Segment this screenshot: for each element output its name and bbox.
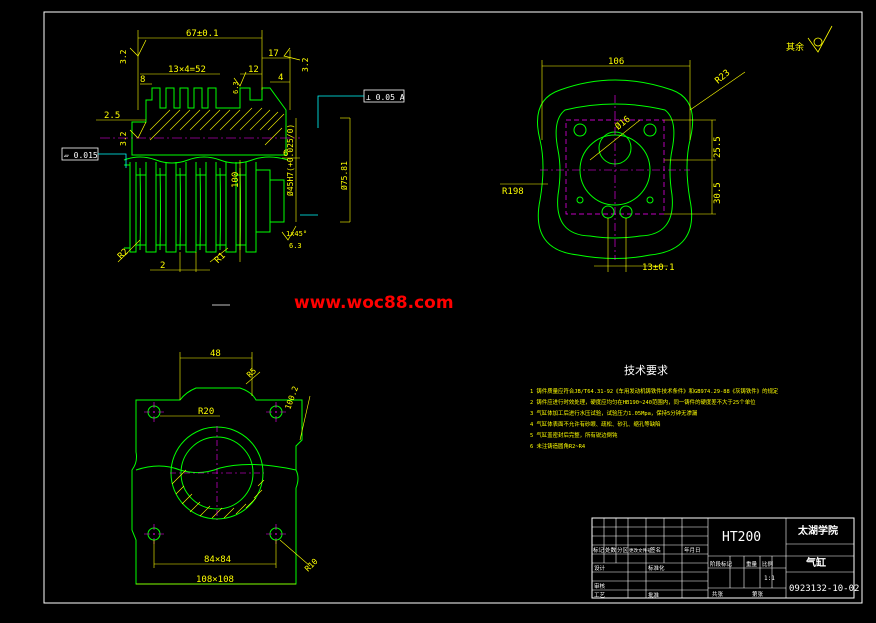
title-block-frame — [591, 517, 855, 599]
bottom-center-lines — [144, 402, 286, 544]
general-roughness-mark — [807, 25, 833, 53]
approve-label: 批准 — [648, 591, 660, 599]
row-label-1: 处数 — [605, 546, 617, 554]
material-label: HT200 — [722, 530, 761, 545]
dim-right-small: 4 — [278, 73, 283, 83]
dim-top-width: 106 — [608, 57, 624, 67]
tech-req-line-6: 6 未注铸造圆角R2~R4 — [530, 442, 585, 450]
watermark-text: www.woc88.com — [294, 293, 454, 313]
dim-right-flange: 17 — [268, 49, 279, 59]
dim-radius-left: R2 — [116, 247, 131, 262]
school-name: 太湖学院 — [797, 524, 838, 537]
top-dim-lines — [500, 60, 746, 272]
front-upper-outline — [131, 87, 287, 156]
roughness-bottom: 6.3 — [289, 242, 302, 250]
right-label-stage: 阶段标记 — [710, 560, 733, 568]
roughness-left-mid: 3.2 — [119, 131, 128, 146]
top-view — [500, 25, 833, 272]
dim-length-1002: 100.2 — [283, 385, 300, 411]
left-label-design: 设计 — [594, 564, 606, 572]
title-block: HT200 太湖学院 气缸 0923132-10-02 1:1 标记 处数 分区… — [591, 517, 859, 599]
right-label-scale: 比例 — [762, 560, 774, 568]
row-label-3: 更改文件号 — [629, 547, 652, 554]
dim-hole-spacing: 84×84 — [204, 555, 231, 565]
dim-radius-right: R1 — [213, 251, 228, 266]
tech-req-line-1: 1 铸件质量应符合JB/T64.31-92《车用发动机铸铁件技术条件》和GB97… — [530, 387, 779, 395]
roughness-symbol-label: 其余 — [786, 41, 804, 53]
roughness-left-top: 3.2 — [119, 49, 128, 64]
bottom-dim-lines — [136, 352, 311, 585]
top-view-labels: 106 R23 Ø16 25.5 30.5 R198 13±0.1 其余 — [502, 41, 804, 273]
row-label-4: 签名 — [650, 546, 661, 554]
flatness-tolerance: ▱ 0.015 — [64, 151, 98, 160]
bottom-label-total: 共张 — [712, 590, 724, 598]
tech-req-line-4: 4 气缸体表面不允许有砂眼、疏松、砂孔、缩孔等缺陷 — [530, 420, 660, 428]
dim-fin-pitch: 2 — [160, 261, 165, 271]
dim-left-thickness: 2.5 — [104, 111, 120, 121]
bottom-hatch — [171, 469, 265, 519]
roughness-symbols — [129, 39, 301, 241]
tolerance-frames — [61, 89, 405, 161]
left-label-process: 工艺 — [594, 592, 606, 599]
top-center-lines — [540, 95, 690, 260]
dim-chamfer: 1x45° — [286, 230, 307, 238]
row-label-0: 标记 — [593, 546, 605, 554]
technical-requirements: 技术要求 1 铸件质量应符合JB/T64.31-92《车用发动机铸铁件技术条件》… — [530, 364, 779, 450]
dim-vertical-2: 30.5 — [713, 182, 723, 204]
tech-req-title: 技术要求 — [624, 364, 668, 377]
roughness-right-top: 3.2 — [301, 57, 310, 72]
left-label-review: 审核 — [594, 582, 606, 590]
bottom-view — [131, 352, 311, 585]
title-block-grid — [592, 518, 854, 598]
row-label-5: 年月日 — [684, 546, 701, 554]
front-dim-lines — [96, 30, 351, 272]
perpendicularity-tolerance: ⊥ 0.05 A — [366, 93, 405, 102]
tech-req-line-5: 5 气缸盖密封后完整，所有锐边倒钝 — [530, 431, 618, 439]
part-name: 气缸 — [805, 556, 826, 569]
right-label-weight: 重量 — [746, 560, 758, 568]
dim-overall-length: 67±0.1 — [186, 29, 219, 39]
tech-req-line-3: 3 气缸体加工后进行水压试验，试验压力1.05Mpa，保持5分钟无渗漏 — [530, 409, 698, 417]
dim-diameter-75: Ø75.81 — [339, 161, 349, 190]
dim-right-offset: 12 — [248, 65, 259, 75]
top-inner-outline — [555, 103, 675, 239]
front-hatch — [149, 107, 285, 146]
dim-bore: Ø45H7(+0.025/0) — [285, 124, 295, 196]
row-label-2: 分区 — [617, 546, 629, 554]
dim-bottom-top-width: 48 — [210, 349, 221, 359]
dim-fin-spacing: 13×4=52 — [168, 65, 206, 75]
dim-vertical-1: 25.5 — [713, 136, 723, 158]
dim-inner-6: 6 — [283, 149, 288, 159]
dim-left-offset: 8 — [140, 75, 145, 85]
dim-hole-dia: Ø16 — [613, 114, 633, 133]
bottom-break-line — [135, 463, 297, 474]
dim-overall-square: 108×108 — [196, 575, 234, 585]
dim-height-100: 100 — [231, 172, 241, 188]
dim-top-bottom: 13±0.1 — [642, 263, 675, 273]
front-break-line — [123, 156, 289, 164]
dim-bottom-radius-top: R5 — [245, 366, 258, 379]
front-view — [61, 30, 405, 272]
tolerance-leaders — [98, 95, 364, 216]
front-view-labels: 67±0.1 17 13×4=52 8 12 4 2.5 2 6 1x45° R… — [64, 29, 405, 271]
top-outer-outline — [537, 79, 694, 259]
front-lower-fins — [124, 162, 285, 253]
bottom-label-sheet: 第张 — [752, 590, 764, 598]
dim-radius-10: R10 — [303, 557, 320, 574]
scale-value: 1:1 — [764, 575, 775, 582]
dim-radius-large: R198 — [502, 187, 524, 197]
drawing-number: 0923132-10-02 — [789, 584, 859, 594]
std-label: 标准化 — [648, 564, 665, 572]
dim-radius-corner: R23 — [714, 68, 733, 86]
dim-radius-20: R20 — [198, 407, 214, 417]
roughness-face-mid: 6.3 — [232, 81, 240, 94]
tech-req-line-2: 2 铸件应进行时效处理，硬度应均匀在HB190~240范围内，同一铸件的硬度差不… — [530, 398, 756, 406]
bottom-view-labels: 48 R5 100.2 R20 84×84 108×108 R10 — [196, 349, 320, 585]
drawing-frame — [43, 11, 863, 604]
